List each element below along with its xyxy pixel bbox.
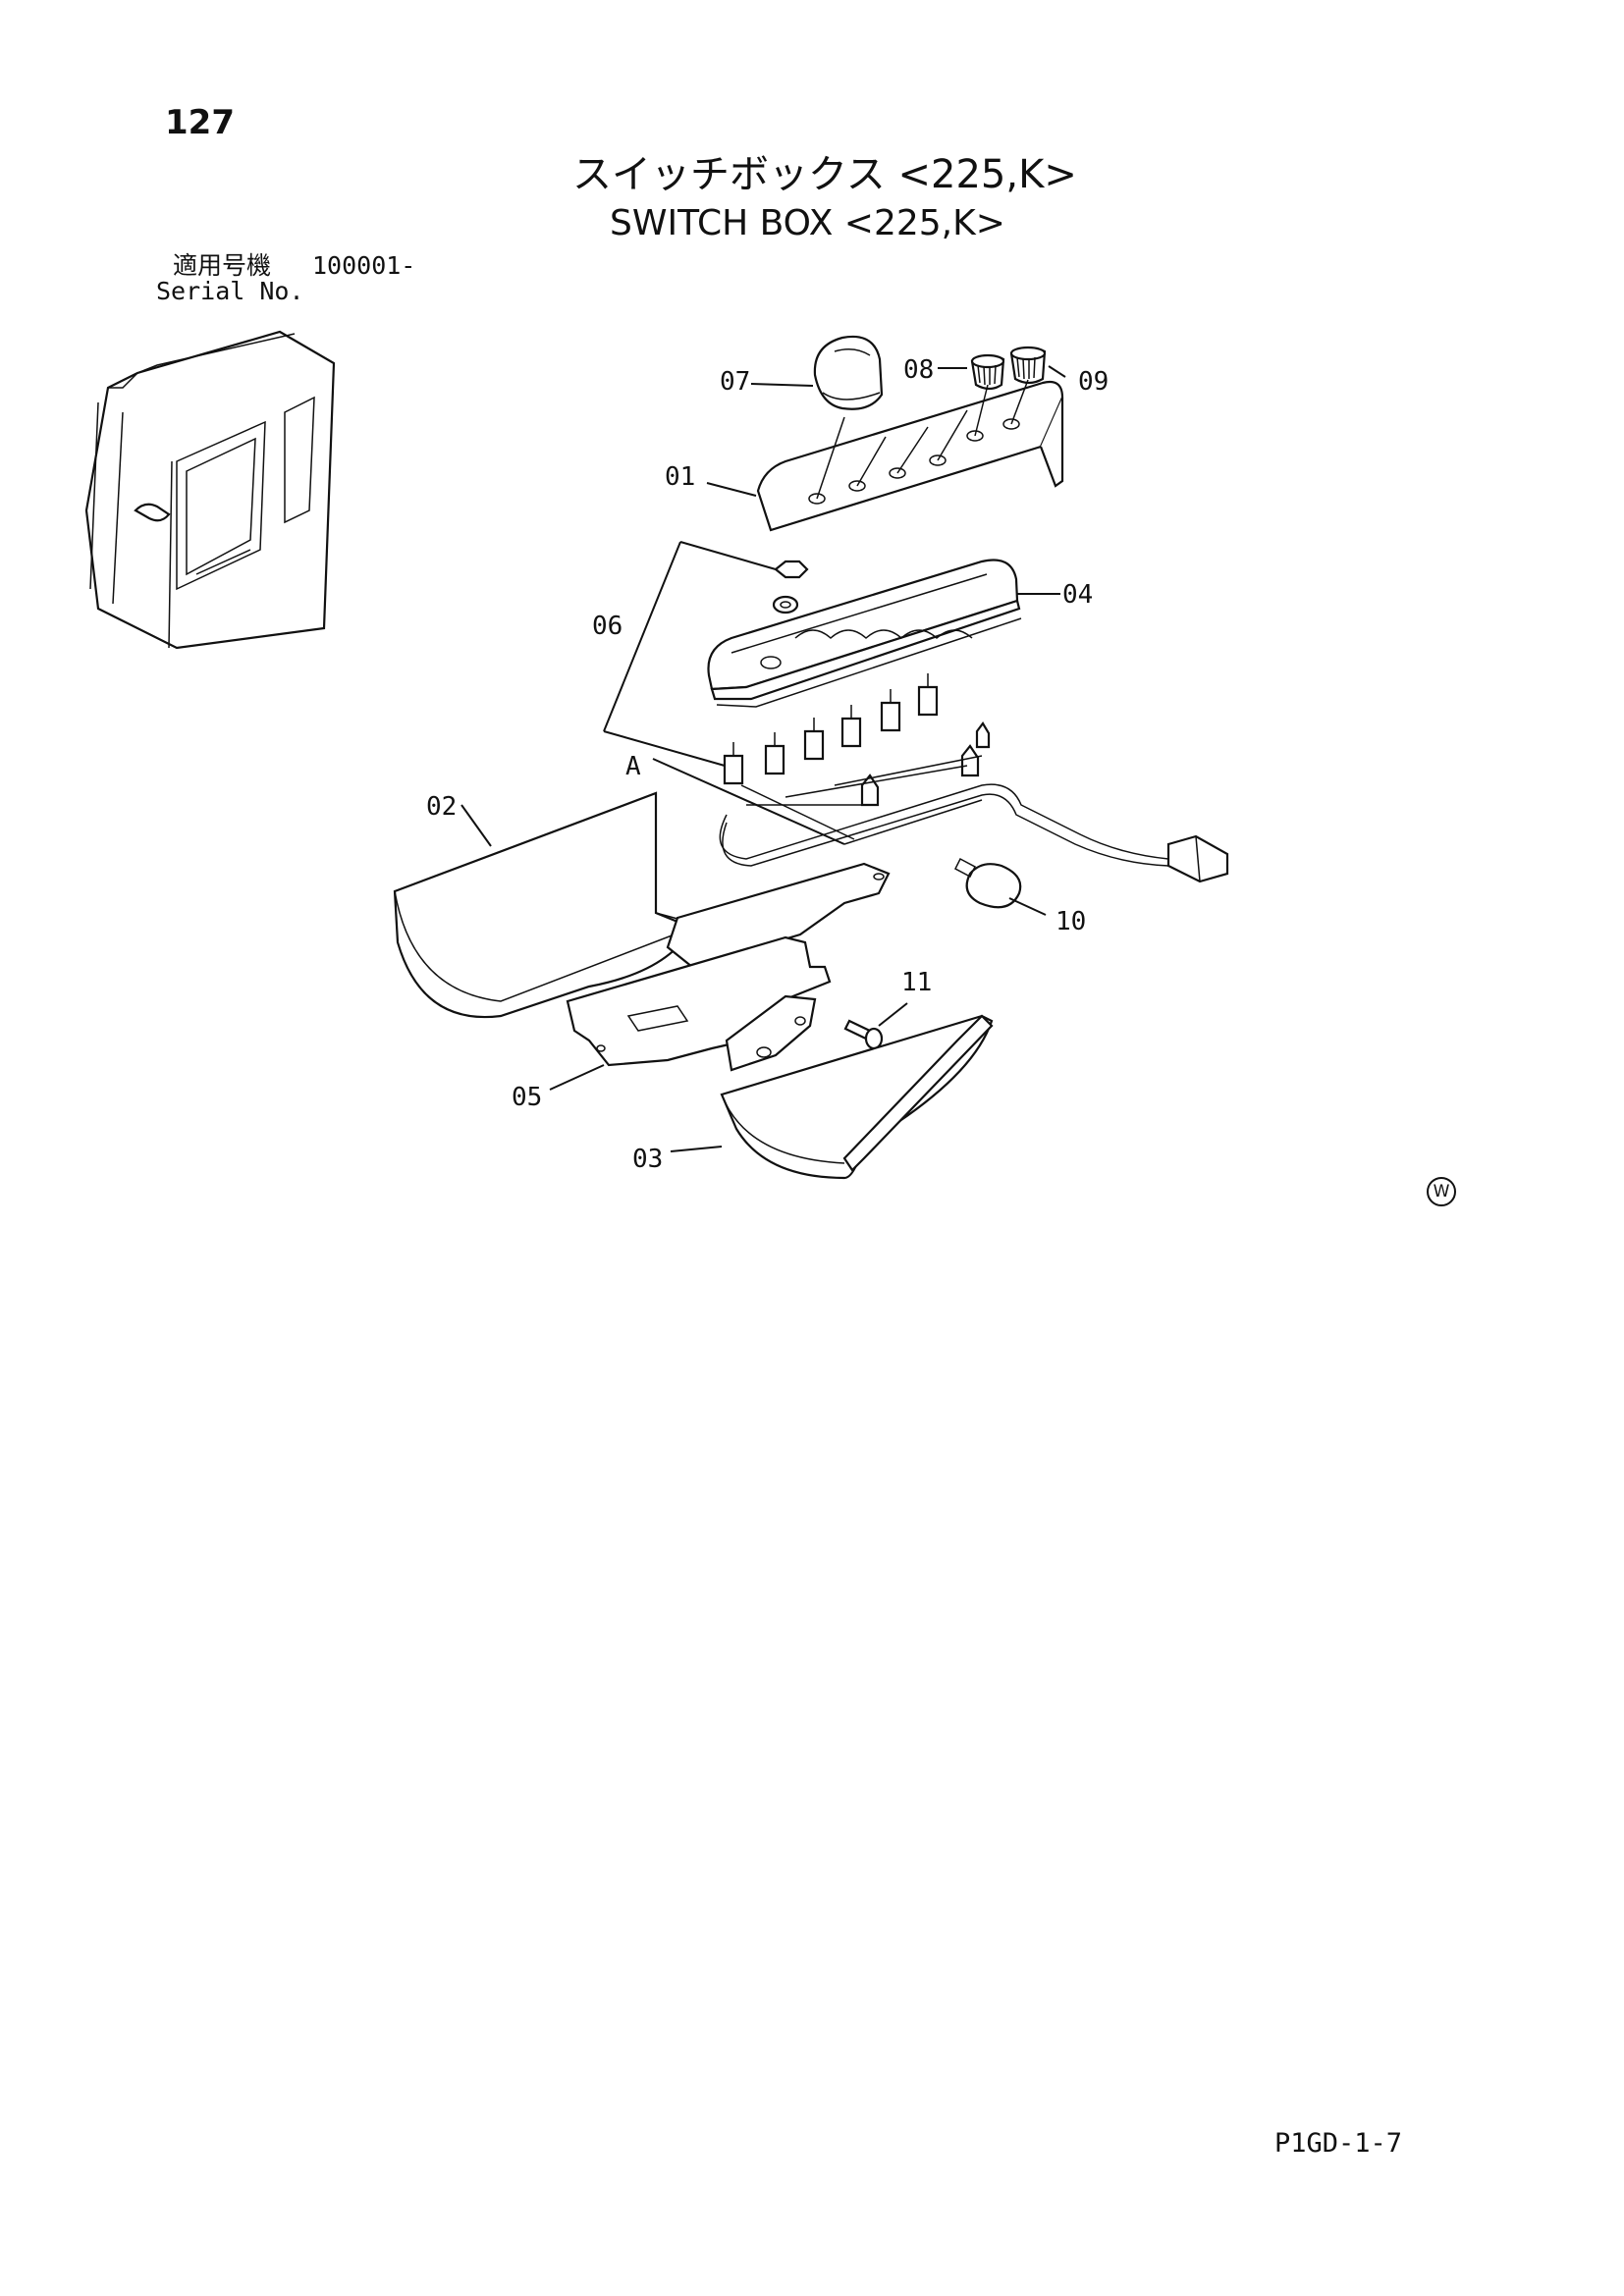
callout-04: 04 bbox=[1062, 580, 1093, 610]
callout-03: 03 bbox=[632, 1145, 663, 1174]
callout-A: A bbox=[625, 752, 641, 781]
callout-02: 02 bbox=[426, 792, 457, 822]
callout-06: 06 bbox=[592, 612, 623, 641]
callout-09: 09 bbox=[1078, 367, 1109, 397]
part-switch-harness bbox=[719, 673, 1229, 883]
cab-location-thumbnail bbox=[84, 330, 336, 650]
part-nut-and-washer bbox=[772, 560, 809, 614]
callout-05: 05 bbox=[512, 1083, 542, 1112]
drawing-code: P1GD-1-7 bbox=[1274, 2128, 1403, 2159]
leader-lines bbox=[460, 365, 1066, 1152]
part-08-knurled-knob bbox=[970, 353, 1005, 391]
part-05-plate bbox=[566, 862, 891, 1072]
part-04-switch-housing bbox=[707, 559, 1022, 708]
callout-11: 11 bbox=[901, 968, 932, 997]
part-03-side-cover bbox=[720, 1014, 994, 1180]
part-01-top-panel bbox=[756, 380, 1064, 532]
part-06-reference-bracket bbox=[603, 541, 845, 845]
part-07-knob bbox=[813, 335, 884, 410]
callout-10: 10 bbox=[1056, 907, 1086, 936]
title-english: SWITCH BOX <225,K> bbox=[610, 203, 1005, 243]
part-10-clamp bbox=[954, 857, 1022, 909]
serial-label-japanese: 適用号機 bbox=[173, 251, 272, 280]
callout-08: 08 bbox=[903, 355, 934, 385]
part-11-screw bbox=[843, 1019, 884, 1050]
callout-01: 01 bbox=[665, 462, 695, 492]
page-number: 127 bbox=[165, 103, 235, 142]
watermark-symbol: W bbox=[1427, 1177, 1456, 1206]
serial-number-value: 100001- bbox=[312, 251, 416, 280]
title-japanese: スイッチボックス <225,K> bbox=[572, 152, 1077, 197]
serial-label-english: Serial No. bbox=[156, 277, 304, 305]
callout-07: 07 bbox=[720, 367, 750, 397]
part-09-knurled-knob bbox=[1009, 346, 1047, 385]
